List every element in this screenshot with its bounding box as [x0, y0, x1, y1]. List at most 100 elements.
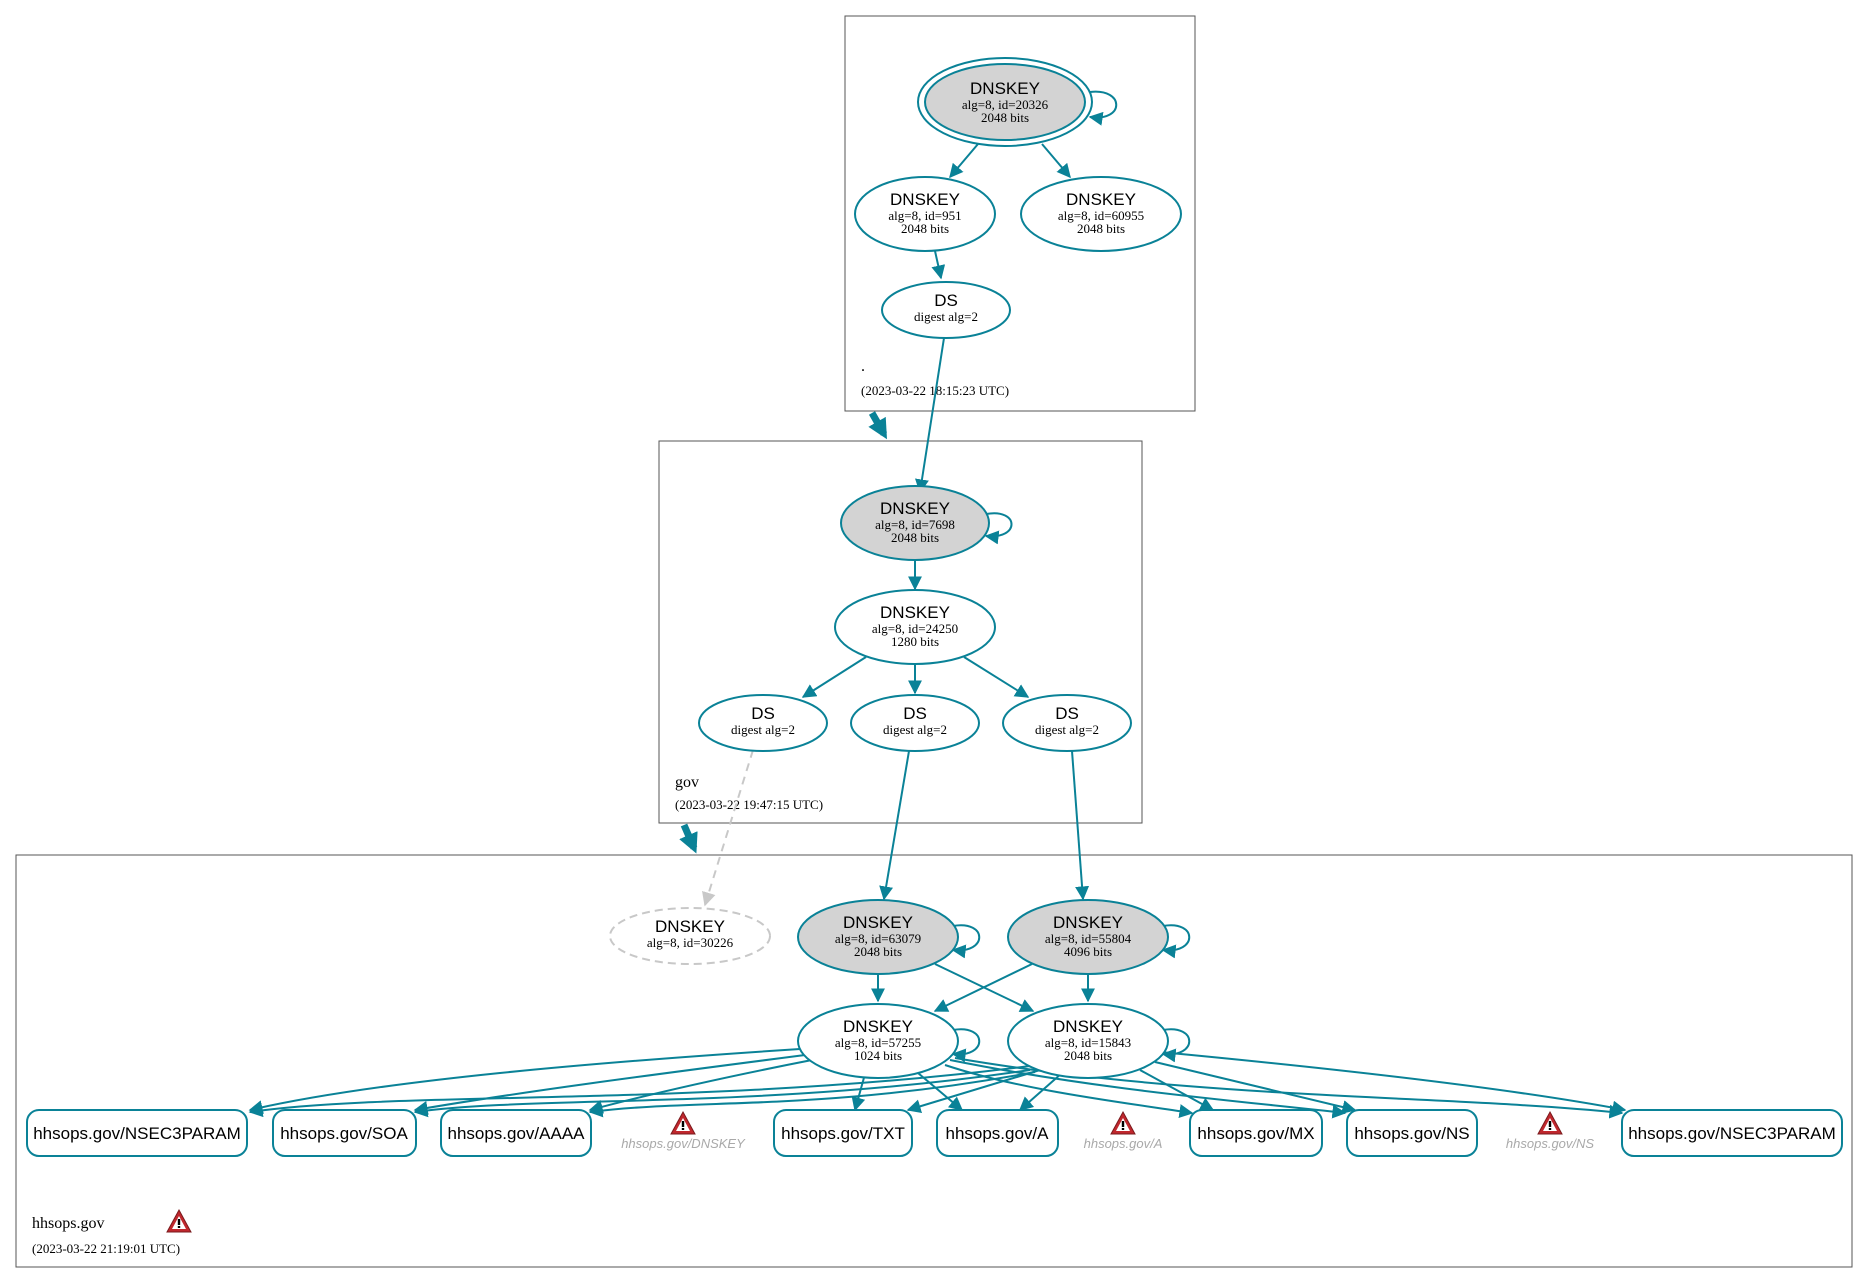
rrset-nsec3param-2[interactable]: hhsops.gov/NSEC3PARAM — [1621, 1109, 1843, 1157]
node-hhsops-ksk1-bits: 2048 bits — [854, 944, 902, 959]
rrset-a-label: hhsops.gov/A — [945, 1124, 1049, 1143]
node-gov-ds2-detail: digest alg=2 — [883, 722, 947, 737]
node-hhsops-ksk2-type: DNSKEY — [1053, 913, 1123, 932]
node-root-zsk2-bits: 2048 bits — [1077, 221, 1125, 236]
missing-rrset-ns-label: hhsops.gov/NS — [1506, 1136, 1594, 1151]
node-gov-ds2-type: DS — [903, 704, 927, 723]
node-hhsops-zsk1-bits: 1024 bits — [854, 1048, 902, 1063]
node-hhsops-missing-dnskey-type: DNSKEY — [655, 917, 725, 936]
node-hhsops-ksk2[interactable]: DNSKEY alg=8, id=55804 4096 bits — [1007, 899, 1169, 975]
node-root-ksk-type: DNSKEY — [970, 79, 1040, 98]
missing-rrset-dnskey-label: hhsops.gov/DNSKEY — [621, 1136, 746, 1151]
edge-zsk2-nsec3param2 — [1159, 1051, 1627, 1115]
edge-zsk1-ds — [931, 250, 946, 280]
rrset-mx[interactable]: hhsops.gov/MX — [1189, 1109, 1323, 1157]
edge-zsk1-ns — [949, 1059, 1347, 1119]
edge-rootksk-zsk1 — [949, 143, 979, 179]
rrset-a-box — [936, 1109, 1059, 1157]
node-gov-ds1-detail: digest alg=2 — [731, 722, 795, 737]
edge-govzsk-ds1 — [801, 656, 867, 698]
edge-zsk2-a — [1018, 1072, 1063, 1111]
node-gov-ds1-shape — [698, 694, 828, 752]
edges — [248, 90, 1627, 1119]
zone-gov-label: gov — [675, 774, 699, 791]
edge-gov-hhsops-delegation — [679, 823, 698, 854]
edge-hhzsk1-self — [951, 1028, 981, 1063]
node-root-ksk[interactable]: DNSKEY alg=8, id=20326 2048 bits — [917, 57, 1093, 147]
node-hhsops-ksk1[interactable]: DNSKEY alg=8, id=63079 2048 bits — [797, 899, 959, 975]
node-gov-zsk-shape — [834, 589, 996, 665]
node-hhsops-zsk1[interactable]: DNSKEY alg=8, id=57255 1024 bits — [797, 1003, 959, 1079]
edge-govds2-hhksk1 — [879, 750, 910, 901]
rrset-txt[interactable]: hhsops.gov/TXT — [773, 1109, 913, 1157]
rrset-nsec3param-1-label: hhsops.gov/NSEC3PARAM — [33, 1124, 241, 1143]
node-root-zsk1[interactable]: DNSKEY alg=8, id=951 2048 bits — [854, 176, 996, 252]
node-hhsops-zsk1-detail: alg=8, id=57255 — [835, 1035, 921, 1050]
edge-govksk-self — [984, 512, 1013, 545]
node-hhsops-zsk2-type: DNSKEY — [1053, 1017, 1123, 1036]
node-gov-zsk[interactable]: DNSKEY alg=8, id=24250 1280 bits — [834, 589, 996, 665]
edge-zsk1-a — [917, 1072, 964, 1111]
node-hhsops-ksk2-shape — [1007, 899, 1169, 975]
node-hhsops-missing-dnskey-shape — [609, 907, 771, 965]
edge-zsk1-mx — [944, 1064, 1194, 1119]
node-hhsops-zsk1-type: DNSKEY — [843, 1017, 913, 1036]
edge-govds1-missing — [702, 749, 754, 907]
node-hhsops-ksk1-detail: alg=8, id=63079 — [835, 931, 921, 946]
warning-triangle-icon — [670, 1110, 696, 1135]
missing-rrset-ns[interactable]: hhsops.gov/NS — [1506, 1110, 1594, 1151]
node-gov-ds2[interactable]: DS digest alg=2 — [850, 694, 980, 752]
rrset-aaaa-box — [440, 1109, 592, 1157]
zone-gov-box — [658, 440, 1143, 824]
zone-warning-icon[interactable] — [166, 1208, 192, 1233]
edge-zsk2-mx — [1139, 1069, 1215, 1111]
edge-hhksk2-zsk1 — [933, 963, 1033, 1012]
rrset-ns[interactable]: hhsops.gov/NS — [1346, 1109, 1478, 1157]
node-gov-ksk-bits: 2048 bits — [891, 530, 939, 545]
node-gov-ds2-shape — [850, 694, 980, 752]
edge-zsk1-nsec3param1 — [248, 1048, 801, 1114]
edge-govzsk-ds3 — [963, 656, 1030, 698]
node-root-ksk-bits: 2048 bits — [981, 110, 1029, 125]
node-hhsops-ksk2-detail: alg=8, id=55804 — [1045, 931, 1132, 946]
node-hhsops-ksk2-bits: 4096 bits — [1064, 944, 1112, 959]
node-root-zsk1-shape — [854, 176, 996, 252]
node-gov-ksk-type: DNSKEY — [880, 499, 950, 518]
edge-zsk1-txt — [851, 1073, 866, 1112]
node-gov-ds3[interactable]: DS digest alg=2 — [1002, 694, 1132, 752]
rrset-mx-box — [1189, 1109, 1323, 1157]
node-gov-ksk[interactable]: DNSKEY alg=8, id=7698 2048 bits — [840, 485, 990, 561]
node-root-ksk-detail: alg=8, id=20326 — [962, 97, 1049, 112]
missing-rrset-a[interactable]: hhsops.gov/A — [1084, 1110, 1163, 1151]
zone-hhsops-label: hhsops.gov — [32, 1215, 104, 1232]
edge-zsk1-aaaa — [588, 1059, 813, 1114]
missing-rrset-dnskey[interactable]: hhsops.gov/DNSKEY — [621, 1110, 746, 1151]
rrset-nsec3param-2-label: hhsops.gov/NSEC3PARAM — [1628, 1124, 1836, 1143]
missing-rrset-a-label: hhsops.gov/A — [1084, 1136, 1163, 1151]
node-hhsops-zsk1-shape — [797, 1003, 959, 1079]
node-gov-zsk-bits: 1280 bits — [891, 634, 939, 649]
node-hhsops-missing-dnskey[interactable]: DNSKEY alg=8, id=30226 — [609, 907, 771, 965]
rrset-mx-label: hhsops.gov/MX — [1197, 1124, 1314, 1143]
node-gov-zsk-type: DNSKEY — [880, 603, 950, 622]
node-root-ds-detail: digest alg=2 — [914, 309, 978, 324]
node-root-zsk2[interactable]: DNSKEY alg=8, id=60955 2048 bits — [1020, 176, 1182, 252]
node-gov-ksk-detail: alg=8, id=7698 — [875, 517, 955, 532]
node-root-zsk2-type: DNSKEY — [1066, 190, 1136, 209]
warning-triangle-icon — [1537, 1110, 1563, 1135]
rrset-ns-label: hhsops.gov/NS — [1354, 1124, 1469, 1143]
node-hhsops-zsk2[interactable]: DNSKEY alg=8, id=15843 2048 bits — [1007, 1003, 1169, 1079]
rrset-nsec3param-1[interactable]: hhsops.gov/NSEC3PARAM — [26, 1109, 248, 1157]
edge-rootksk-zsk2 — [1041, 143, 1071, 179]
node-gov-ds3-detail: digest alg=2 — [1035, 722, 1099, 737]
rrset-soa[interactable]: hhsops.gov/SOA — [272, 1109, 417, 1157]
node-gov-ksk-shape — [840, 485, 990, 561]
edge-hhksk2-self — [1161, 924, 1191, 959]
rrset-aaaa[interactable]: hhsops.gov/AAAA — [440, 1109, 592, 1157]
edge-zsk2-soa — [413, 1069, 1031, 1118]
edge-zsk2-ns — [1154, 1061, 1357, 1114]
zone-hhsops-box — [15, 854, 1853, 1268]
node-gov-ds1[interactable]: DS digest alg=2 — [698, 694, 828, 752]
node-root-ds[interactable]: DS digest alg=2 — [881, 281, 1011, 339]
rrset-a[interactable]: hhsops.gov/A — [936, 1109, 1059, 1157]
